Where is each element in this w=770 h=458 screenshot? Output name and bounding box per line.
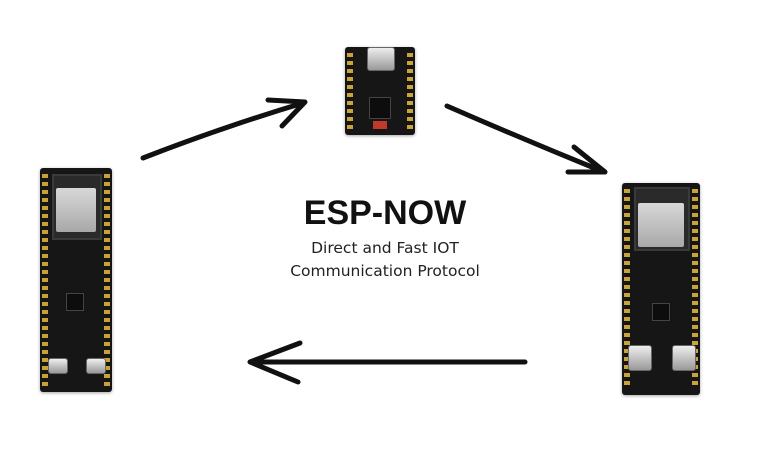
usb-port: [628, 345, 652, 371]
right-esp32-board: [622, 183, 700, 395]
top-esp32-mini-board: [345, 47, 415, 135]
subtitle-line-2: Communication Protocol: [290, 262, 480, 280]
usb-port: [672, 345, 696, 371]
arrow-left-to-top: [140, 97, 308, 161]
left-esp32-board: [40, 168, 112, 392]
arrow-right-to-left: [247, 340, 528, 385]
title: ESP-NOW: [303, 194, 467, 232]
subtitle-line-1: Direct and Fast IOT: [311, 239, 459, 257]
usb-port: [48, 358, 68, 374]
usb-c-port: [367, 47, 395, 71]
arrow-top-to-right: [444, 103, 608, 175]
usb-port: [86, 358, 106, 374]
